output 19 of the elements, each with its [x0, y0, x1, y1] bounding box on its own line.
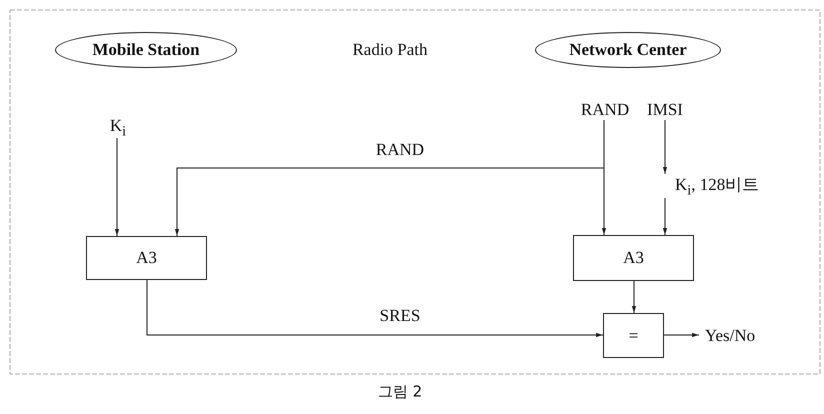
arrow: [174, 120, 604, 236]
key-label: K$_{i}$, 128비트: [655, 174, 765, 198]
arrow: [662, 198, 668, 236]
arrow: [114, 138, 120, 236]
arrow: [662, 120, 668, 174]
station-ellipse: Network Center: [535, 32, 721, 68]
input-label: RAND: [584, 100, 626, 120]
algorithm-box: A3: [573, 235, 694, 281]
input-label: IMSI: [648, 100, 682, 120]
arrow: [664, 332, 700, 338]
arrow: [146, 280, 604, 338]
algorithm-box: A3: [86, 236, 207, 280]
result-label: Yes/No: [699, 325, 761, 347]
compare-box: =: [603, 313, 664, 358]
input-label: K$_{i}$: [106, 118, 130, 138]
station-ellipse: Mobile Station: [55, 32, 237, 68]
figure-caption: 그림 2: [378, 382, 422, 402]
section-label: Radio Path: [352, 40, 428, 60]
arrow: [632, 280, 636, 314]
